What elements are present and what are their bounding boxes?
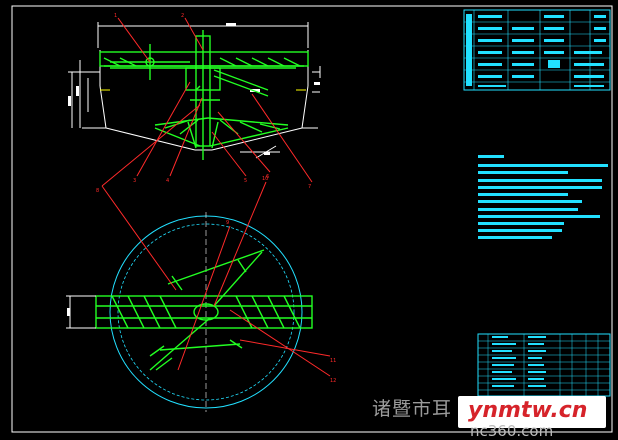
plan-leaders — [101, 181, 331, 377]
site-watermark-sub: nc360.com — [470, 422, 554, 440]
balloon-label: 6 — [266, 174, 269, 180]
sheet-border — [11, 5, 613, 433]
plan-bridge — [95, 249, 313, 371]
plan-view: 9 10 11 12 — [66, 176, 336, 412]
technical-notes — [478, 155, 608, 239]
balloon-label: 3 — [133, 178, 136, 184]
elevation-leaders — [101, 17, 313, 187]
balloon-label: 7 — [308, 184, 311, 190]
spec-table — [463, 9, 611, 91]
site-watermark-cn: 诸暨市耳 — [372, 398, 453, 420]
dimension-marks — [68, 23, 320, 155]
balloon-label: 9 — [226, 220, 229, 226]
balloon-label: 2 — [181, 13, 184, 19]
tank-inner-circle — [117, 223, 295, 401]
plan-balloons: 9 10 11 12 — [226, 176, 336, 384]
balloon-label: 10 — [262, 176, 268, 182]
bridge-and-shaft — [99, 30, 309, 160]
plan-dimensions — [66, 295, 96, 329]
elevation-view: 1 2 3 4 5 6 7 8 — [68, 13, 321, 194]
balloon-label: 4 — [166, 178, 169, 184]
balloon-label: 11 — [330, 358, 336, 364]
parts-list-table — [477, 333, 611, 397]
balloon-label: 8 — [96, 188, 99, 194]
balloon-label: 5 — [244, 178, 247, 184]
balloon-label: 12 — [330, 378, 336, 384]
site-watermark-en: ynmtw.cn — [468, 398, 588, 423]
elevation-balloons: 1 2 3 4 5 6 7 8 — [96, 13, 311, 194]
plan-dimension-mark — [67, 308, 70, 316]
site-watermark-badge — [458, 396, 606, 428]
balloon-label: 1 — [114, 13, 117, 19]
